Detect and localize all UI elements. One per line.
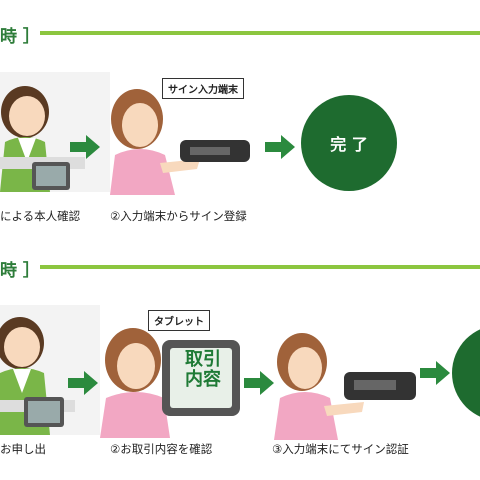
tablet-line-2: 内容	[185, 369, 221, 390]
arrow-right-icon	[70, 135, 100, 159]
arrow-right-icon	[244, 371, 274, 395]
step2-caption: ②入力端末からサイン登録	[110, 209, 247, 223]
customer-tablet-illustration	[100, 328, 240, 438]
step3b-caption: ③入力端末にてサイン認証	[272, 442, 409, 456]
section2-title: 時 ］	[0, 261, 40, 281]
step1-caption: による本人確認	[0, 209, 81, 223]
tablet-screen-text: 取引 内容	[174, 350, 232, 390]
step2b-caption: ②お取引内容を確認	[110, 442, 213, 456]
signature-terminal-tag: サイン入力端末	[162, 78, 244, 99]
complete-badge: 完 了	[301, 95, 397, 191]
tablet-line-1: 取引	[185, 349, 221, 370]
arrow-right-icon	[265, 135, 295, 159]
arrow-right-icon	[420, 361, 450, 385]
step1b-caption: お申し出	[0, 442, 46, 456]
clerk-illustration-2	[0, 305, 100, 435]
section2-divider	[40, 265, 480, 269]
tablet-tag: タブレット	[148, 310, 210, 331]
clerk-illustration-1	[0, 72, 110, 192]
customer-signing-illustration	[110, 89, 250, 195]
arrow-right-icon	[68, 371, 98, 395]
complete-badge-partial	[452, 325, 480, 421]
customer-signing-illustration-2	[274, 333, 416, 440]
section1-title: 時 ］	[0, 27, 40, 47]
section1-divider	[40, 31, 480, 35]
